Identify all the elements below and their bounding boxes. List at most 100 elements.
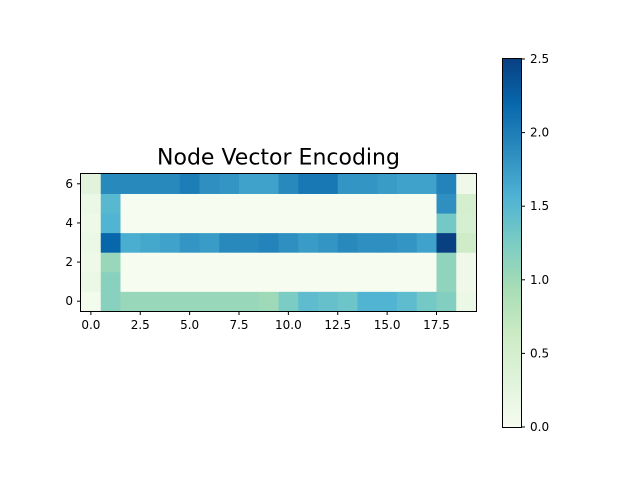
heatmap-cell xyxy=(456,213,477,234)
heatmap-cell xyxy=(318,252,339,273)
heatmap-cell xyxy=(160,252,181,273)
colorbar-tick-label: 1.5 xyxy=(530,199,549,213)
heatmap-cell xyxy=(199,271,220,292)
heatmap-cell xyxy=(219,271,240,292)
heatmap-cell xyxy=(298,252,319,273)
heatmap-cell xyxy=(120,252,141,273)
heatmap-cell xyxy=(397,252,418,273)
heatmap-cell xyxy=(219,213,240,234)
heatmap-cell xyxy=(278,193,299,214)
heatmap-cell xyxy=(416,252,437,273)
heatmap-cell xyxy=(219,174,240,194)
colorbar-tick-label: 0.0 xyxy=(530,420,549,434)
heatmap-cell xyxy=(337,193,358,214)
heatmap-cell xyxy=(100,291,121,312)
heatmap-cell xyxy=(318,291,339,312)
heatmap-cell xyxy=(397,193,418,214)
heatmap-cell xyxy=(436,213,457,234)
heatmap-cell xyxy=(160,174,181,194)
heatmap-cell xyxy=(318,174,339,194)
colorbar-tick-label: 0.5 xyxy=(530,346,549,360)
heatmap-cell xyxy=(239,291,260,312)
heatmap-cell xyxy=(278,252,299,273)
heatmap-cell xyxy=(140,193,161,214)
heatmap-cell xyxy=(278,271,299,292)
heatmap-cell xyxy=(456,193,477,214)
heatmap-cell xyxy=(377,232,398,253)
heatmap-cell xyxy=(120,174,141,194)
heatmap-cell xyxy=(456,174,477,194)
heatmap-cell xyxy=(416,271,437,292)
heatmap-cell xyxy=(456,232,477,253)
heatmap-frame xyxy=(80,173,477,312)
heatmap-cell xyxy=(298,193,319,214)
heatmap-cell xyxy=(298,232,319,253)
heatmap-cell xyxy=(160,213,181,234)
heatmap-cell xyxy=(436,193,457,214)
heatmap-cell xyxy=(140,271,161,292)
heatmap-cell xyxy=(81,271,102,292)
x-tick-label: 12.5 xyxy=(324,318,351,332)
colorbar-tick-label: 1.0 xyxy=(530,273,549,287)
heatmap-cell xyxy=(298,213,319,234)
heatmap-cell xyxy=(179,174,200,194)
heatmap-cell xyxy=(239,193,260,214)
heatmap-cell xyxy=(179,232,200,253)
heatmap-cell xyxy=(258,193,279,214)
heatmap-cell xyxy=(179,193,200,214)
heatmap-cell xyxy=(179,252,200,273)
heatmap-cell xyxy=(377,213,398,234)
heatmap-cell xyxy=(219,291,240,312)
heatmap-cell xyxy=(160,193,181,214)
heatmap-cell xyxy=(377,193,398,214)
heatmap-cell xyxy=(456,252,477,273)
heatmap-cell xyxy=(298,174,319,194)
heatmap-cell xyxy=(258,252,279,273)
heatmap-cell xyxy=(258,213,279,234)
y-tick-label: 6 xyxy=(65,177,73,191)
heatmap-cell xyxy=(120,271,141,292)
x-tick-label: 0.0 xyxy=(81,318,100,332)
heatmap-cell xyxy=(140,213,161,234)
heatmap-cell xyxy=(100,232,121,253)
colorbar-tick-label: 2.5 xyxy=(530,52,549,66)
colorbar-gradient xyxy=(502,58,522,428)
heatmap-cell xyxy=(100,252,121,273)
heatmap-cell xyxy=(81,193,102,214)
heatmap-cell xyxy=(357,252,378,273)
heatmap-cell xyxy=(219,232,240,253)
heatmap-cell xyxy=(199,232,220,253)
heatmap-cell xyxy=(278,213,299,234)
heatmap-cell xyxy=(416,232,437,253)
x-tick-label: 5.0 xyxy=(180,318,199,332)
heatmap-cell xyxy=(258,291,279,312)
heatmap-cell xyxy=(81,252,102,273)
heatmap-cell xyxy=(239,271,260,292)
heatmap-cell xyxy=(239,174,260,194)
heatmap-cell xyxy=(199,213,220,234)
heatmap-cell xyxy=(357,193,378,214)
heatmap-cell xyxy=(239,213,260,234)
x-tick-label: 17.5 xyxy=(423,318,450,332)
colorbar-axis: 0.00.51.01.52.02.5 xyxy=(521,52,549,434)
y-tick-label: 2 xyxy=(65,255,73,269)
heatmap-cell xyxy=(120,232,141,253)
heatmap-cell xyxy=(179,291,200,312)
heatmap-cell xyxy=(140,252,161,273)
heatmap-cell xyxy=(120,213,141,234)
heatmap-cell xyxy=(278,174,299,194)
heatmap-cell xyxy=(337,213,358,234)
heatmap-cell xyxy=(416,213,437,234)
x-tick-label: 10.0 xyxy=(275,318,302,332)
heatmap-cell xyxy=(278,232,299,253)
heatmap-cell xyxy=(397,213,418,234)
heatmap-cell xyxy=(219,252,240,273)
heatmap-cell xyxy=(318,271,339,292)
heatmap-cell xyxy=(199,291,220,312)
x-tick-label: 2.5 xyxy=(131,318,150,332)
heatmap-cell xyxy=(258,271,279,292)
heatmap-cell xyxy=(357,174,378,194)
heatmap-cell xyxy=(337,232,358,253)
